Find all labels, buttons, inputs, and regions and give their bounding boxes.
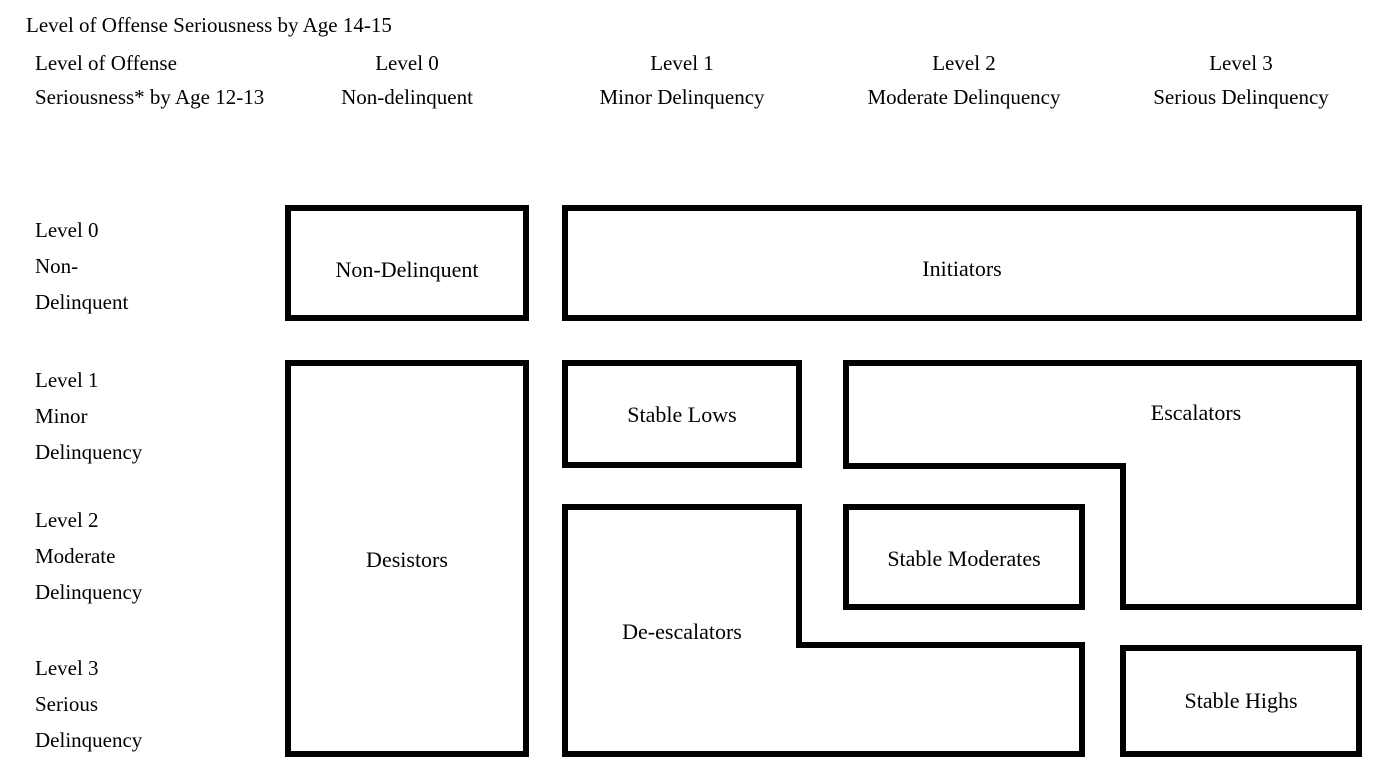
- cell-label-escalators: Escalators: [1150, 400, 1242, 425]
- cell-label-non-delinquent: Non-Delinquent: [335, 257, 479, 282]
- axis-corner-label: Level of Offense Seriousness* by Age 12-…: [35, 51, 265, 109]
- column-header-level-3-description: Serious Delinquency: [1153, 85, 1329, 109]
- cell-box-stable-highs: [1120, 645, 1362, 757]
- row-header-level-2: Level 2 Moderate Delinquency: [35, 502, 275, 610]
- column-header-level-3-level: Level 3: [1209, 51, 1273, 75]
- column-header-level-1-description: Minor Delinquency: [599, 85, 765, 109]
- row-header-level-1: Level 1 Minor Delinquency: [35, 362, 275, 470]
- row-header-level-2-level: Level 2: [35, 508, 99, 532]
- column-header-level-2-level: Level 2: [932, 51, 996, 75]
- row-header-level-2-line2: Moderate: [35, 544, 116, 568]
- cell-box-stable-lows: [562, 360, 802, 468]
- column-header-level-1: Level 1 Minor Delinquency: [562, 46, 802, 114]
- row-header-level-0-line2: Non-: [35, 254, 79, 278]
- row-header-level-1-line2: Minor: [35, 404, 88, 428]
- column-header-level-2-description: Moderate Delinquency: [867, 85, 1061, 109]
- cell-box-non-delinquent: [285, 205, 529, 321]
- cell-label-desistors: Desistors: [366, 547, 448, 572]
- cell-box-initiators: [562, 205, 1362, 321]
- row-header-level-1-line3: Delinquency: [35, 440, 143, 464]
- page-title: Level of Offense Seriousness by Age 14-1…: [26, 13, 392, 37]
- row-header-level-3: Level 3 Serious Delinquency: [35, 650, 275, 758]
- row-header-level-3-level: Level 3: [35, 656, 99, 680]
- column-header-level-1-level: Level 1: [650, 51, 714, 75]
- cell-box-escalators: [843, 360, 1362, 610]
- row-header-level-0: Level 0 Non- Delinquent: [35, 212, 275, 320]
- row-header-level-0-line3: Delinquent: [35, 290, 129, 314]
- column-header-level-0-level: Level 0: [375, 51, 439, 75]
- row-header-level-2-line3: Delinquency: [35, 580, 143, 604]
- row-header-level-1-level: Level 1: [35, 368, 99, 392]
- cell-label-initiators: Initiators: [922, 256, 1002, 281]
- cell-box-de-escalators: [562, 504, 1085, 757]
- cell-label-de-escalators: De-escalators: [622, 619, 742, 644]
- column-header-level-0: Level 0 Non-delinquent: [285, 46, 529, 114]
- column-header-level-3: Level 3 Serious Delinquency: [1120, 46, 1362, 114]
- cell-label-stable-lows: Stable Lows: [627, 402, 737, 427]
- cell-box-desistors: [285, 360, 529, 757]
- column-header-level-0-description: Non-delinquent: [341, 85, 473, 109]
- row-header-level-3-line3: Delinquency: [35, 728, 143, 752]
- row-header-level-0-level: Level 0: [35, 218, 99, 242]
- cell-label-stable-moderates: Stable Moderates: [887, 546, 1041, 571]
- column-header-level-2: Level 2 Moderate Delinquency: [843, 46, 1085, 114]
- cell-label-stable-highs: Stable Highs: [1184, 688, 1298, 713]
- cell-box-stable-moderates: [843, 504, 1085, 610]
- row-header-level-3-line2: Serious: [35, 692, 98, 716]
